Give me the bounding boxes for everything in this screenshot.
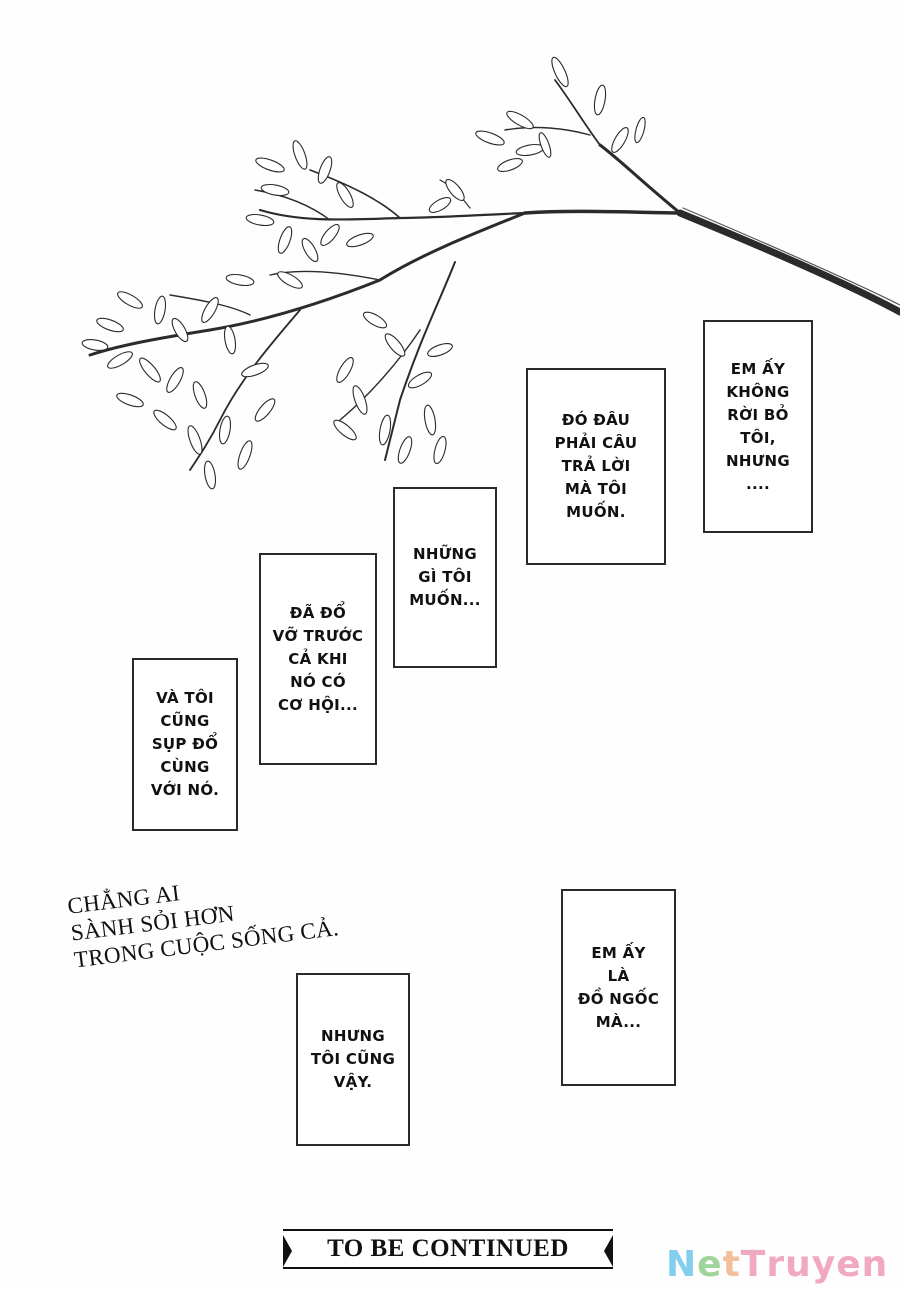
watermark-letter: r	[766, 1244, 786, 1285]
narration-text: CHẲNG AI SÀNH SỎI HƠN TRONG CUỘC SỐNG CẢ…	[66, 880, 341, 973]
caption-box-nhung-toi-cung-vay: NHƯNG TÔI CŨNG VẬY.	[296, 973, 410, 1146]
to-be-continued-banner: TO BE CONTINUED	[283, 1229, 613, 1269]
watermark-letter: y	[811, 1244, 837, 1285]
caption-box-da-do-vo: ĐÃ ĐỔ VỠ TRƯỚC CẢ KHI NÓ CÓ CƠ HỘI...	[259, 553, 377, 765]
caption-box-do-dau-phai-cau: ĐÓ ĐÂU PHẢI CÂU TRẢ LỜI MÀ TÔI MUỐN.	[526, 368, 666, 565]
caption-text: EM ẤY LÀ ĐỒ NGỐC MÀ...	[577, 943, 660, 1031]
watermark-letter: e	[836, 1244, 862, 1285]
banner-text: TO BE CONTINUED	[327, 1235, 569, 1262]
caption-text: NHỮNG GÌ TÔI MUỐN...	[409, 545, 481, 609]
watermark-letter: e	[697, 1244, 723, 1285]
caption-box-em-ay-la-do-ngoc: EM ẤY LÀ ĐỒ NGỐC MÀ...	[561, 889, 676, 1086]
caption-text: ĐÃ ĐỔ VỠ TRƯỚC CẢ KHI NÓ CÓ CƠ HỘI...	[272, 603, 364, 714]
watermark-letter: T	[740, 1244, 767, 1285]
watermark-letter: n	[861, 1244, 889, 1285]
caption-box-nhung-gi-toi-muon: NHỮNG GÌ TÔI MUỐN...	[393, 487, 497, 668]
caption-box-va-toi-cung-sup-do: VÀ TÔI CŨNG SỤP ĐỔ CÙNG VỚI NÓ.	[132, 658, 238, 831]
caption-text: EM ẤY KHÔNG RỜI BỎ TÔI, NHƯNG ....	[725, 359, 790, 493]
nettruyen-watermark: NetTruyen	[666, 1244, 888, 1285]
caption-text: ĐÓ ĐÂU PHẢI CÂU TRẢ LỜI MÀ TÔI MUỐN.	[554, 411, 638, 521]
watermark-letter: u	[785, 1244, 812, 1285]
watermark-letter: t	[722, 1244, 741, 1285]
watermark-letter: N	[666, 1244, 698, 1285]
caption-box-em-ay-khong-roi-bo: EM ẤY KHÔNG RỜI BỎ TÔI, NHƯNG ....	[703, 320, 813, 533]
caption-text: NHƯNG TÔI CŨNG VẬY.	[310, 1027, 396, 1091]
caption-text: VÀ TÔI CŨNG SỤP ĐỔ CÙNG VỚI NÓ.	[150, 689, 220, 799]
tree-branch-illustration	[81, 56, 900, 490]
